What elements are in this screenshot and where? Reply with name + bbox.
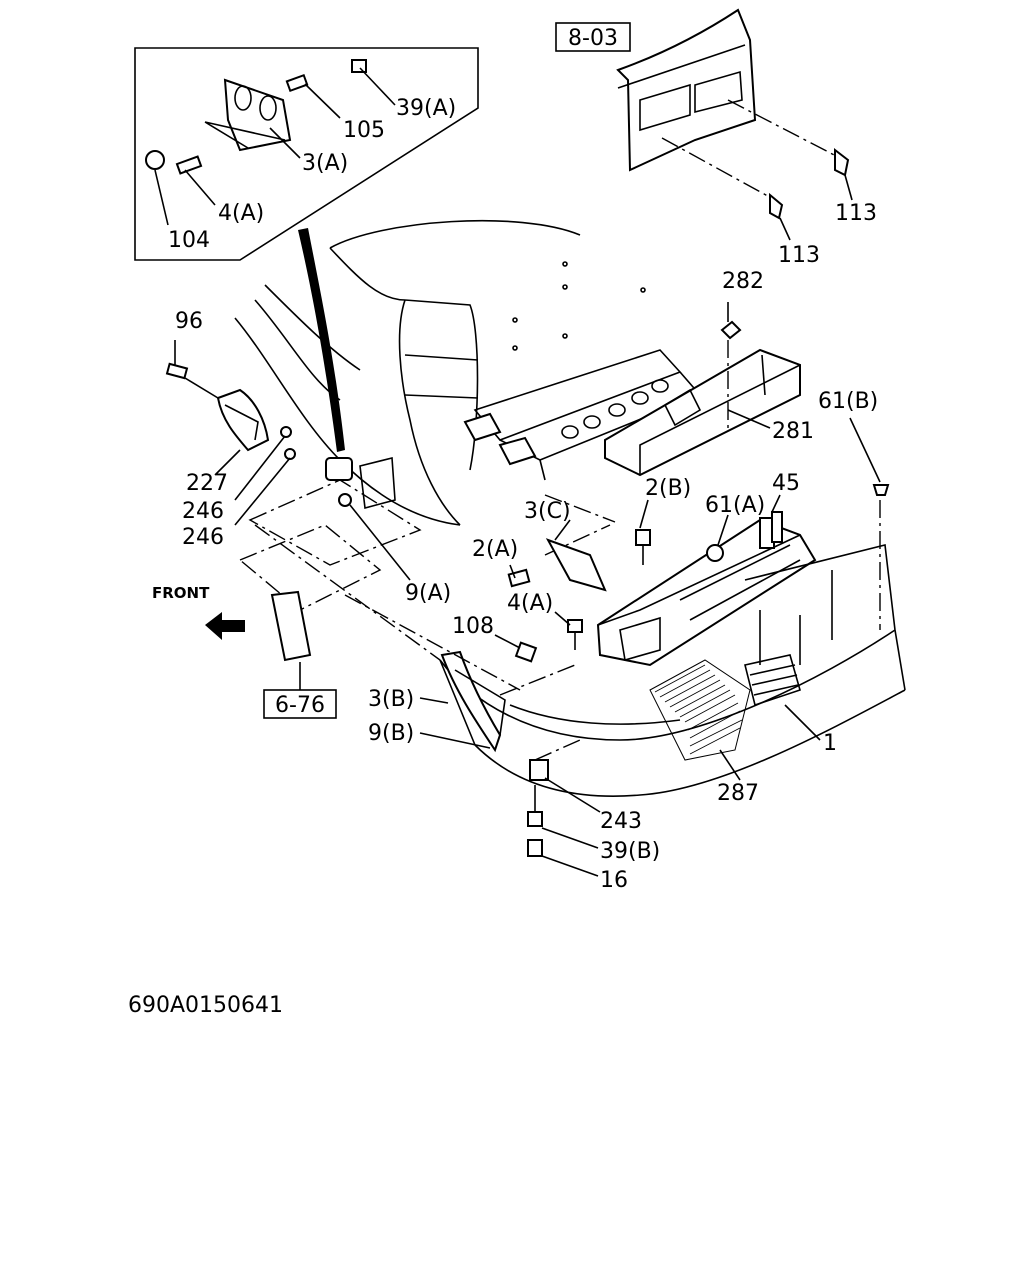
front-label: FRONT [152, 584, 210, 602]
chassis-frame [463, 349, 702, 481]
front-arrow [205, 612, 245, 640]
callout-246-a: 246 [182, 499, 224, 524]
callout-246-b: 246 [182, 525, 224, 550]
ref-box-8-03: 8-03 [555, 22, 631, 52]
callout-113-b: 113 [778, 243, 820, 268]
ref-6-76-label: 6-76 [275, 693, 325, 718]
callout-2b: 2(B) [645, 476, 691, 501]
callout-104: 104 [168, 228, 210, 253]
callout-61a: 61(A) [705, 493, 765, 518]
callout-4a: 4(A) [507, 591, 553, 616]
callout-labels: 39(A) 105 3(A) 4(A) 104 113 113 282 96 2… [168, 96, 878, 893]
callout-281: 281 [772, 419, 814, 444]
callout-2a: 2(A) [472, 537, 518, 562]
callout-3b: 3(B) [368, 687, 414, 712]
leader-lines [174, 47, 881, 877]
mudflap [165, 362, 396, 510]
callout-105: 105 [343, 118, 385, 143]
inset-detail [134, 47, 479, 261]
callout-9a: 9(A) [405, 581, 451, 606]
callout-4a-inset: 4(A) [218, 201, 264, 226]
step-grating [649, 659, 751, 761]
callout-287: 287 [717, 781, 759, 806]
bumper [439, 484, 906, 797]
diagram-code: 690A0150641 [128, 993, 283, 1018]
callout-96: 96 [175, 309, 203, 334]
step-assembly [596, 511, 817, 667]
callout-113-a: 113 [835, 201, 877, 226]
callout-3c: 3(C) [524, 499, 571, 524]
callout-16: 16 [600, 868, 628, 893]
callout-243: 243 [600, 809, 642, 834]
callout-39b: 39(B) [600, 839, 660, 864]
callout-282: 282 [722, 269, 764, 294]
callout-9b: 9(B) [368, 721, 414, 746]
cab-body [234, 219, 646, 526]
callout-39a: 39(A) [396, 96, 456, 121]
callout-1: 1 [823, 731, 837, 756]
assembly-lines [238, 479, 616, 761]
ref-8-03-label: 8-03 [568, 26, 618, 51]
side-member [604, 320, 801, 477]
license-plate [270, 590, 312, 662]
ref-box-6-76: 6-76 [263, 689, 337, 719]
callout-45: 45 [772, 471, 800, 496]
callout-61b: 61(B) [818, 389, 878, 414]
roof-panel [616, 8, 853, 241]
callout-227: 227 [186, 471, 228, 496]
corner-panel [440, 641, 549, 857]
callout-108: 108 [452, 614, 494, 639]
callout-3a: 3(A) [302, 151, 348, 176]
